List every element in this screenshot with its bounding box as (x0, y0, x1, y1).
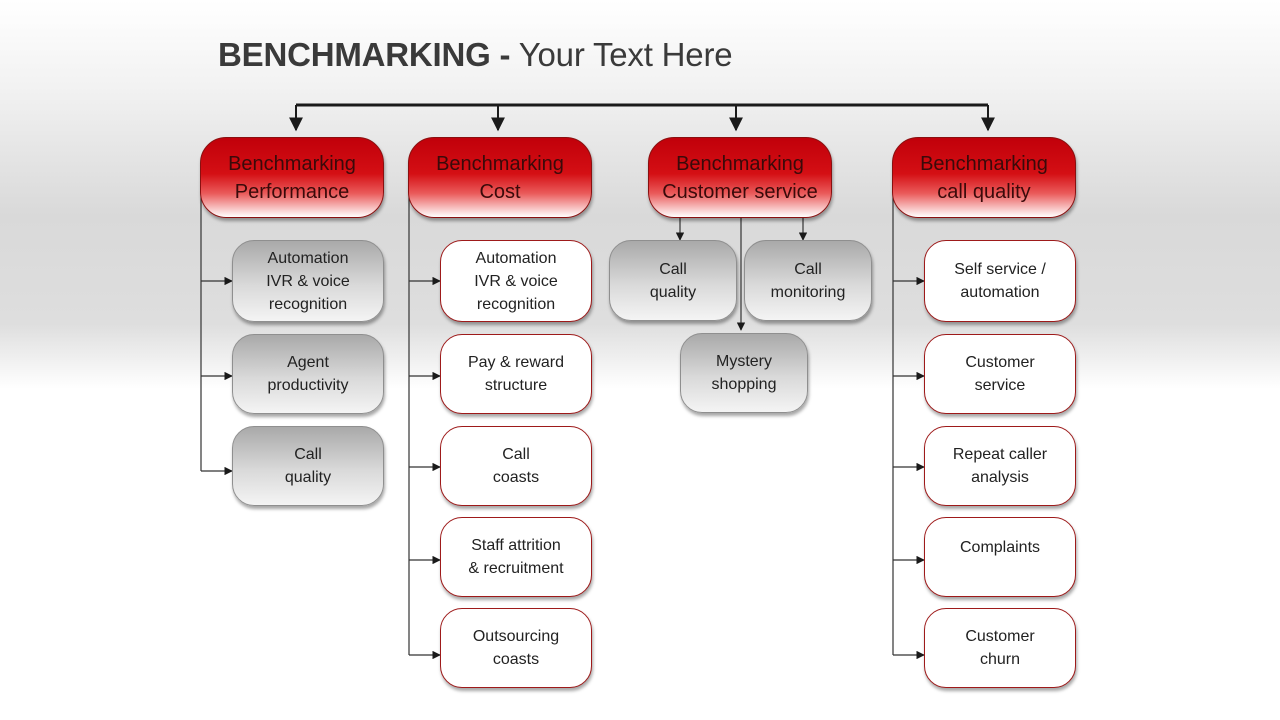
header-performance: Benchmarking Performance (200, 137, 384, 218)
title-bold: BENCHMARKING - (218, 36, 511, 73)
perf-call-quality: Call quality (232, 426, 384, 506)
cost-pay-reward: Pay & reward structure (440, 334, 592, 414)
cq-repeat-caller: Repeat caller analysis (924, 426, 1076, 506)
perf-automation-ivr: Automation IVR & voice recognition (232, 240, 384, 322)
cq-self-service: Self service / automation (924, 240, 1076, 322)
header-customer-service: Benchmarking Customer service (648, 137, 832, 218)
cs-call-monitoring: Call monitoring (744, 240, 872, 321)
cost-call-coasts: Call coasts (440, 426, 592, 506)
cost-staff-attrition: Staff attrition & recruitment (440, 517, 592, 597)
cs-call-quality: Call quality (609, 240, 737, 321)
cq-customer-churn: Customer churn (924, 608, 1076, 688)
cq-customer-service: Customer service (924, 334, 1076, 414)
cost-outsourcing: Outsourcing coasts (440, 608, 592, 688)
header-cost: Benchmarking Cost (408, 137, 592, 218)
perf-agent-productivity: Agent productivity (232, 334, 384, 414)
header-call-quality: Benchmarking call quality (892, 137, 1076, 218)
cs-mystery-shopping: Mystery shopping (680, 333, 808, 413)
title-rest: Your Text Here (510, 36, 733, 73)
page-title: BENCHMARKING - Your Text Here (218, 36, 733, 74)
cq-complaints: Complaints (924, 517, 1076, 597)
cost-automation-ivr: Automation IVR & voice recognition (440, 240, 592, 322)
